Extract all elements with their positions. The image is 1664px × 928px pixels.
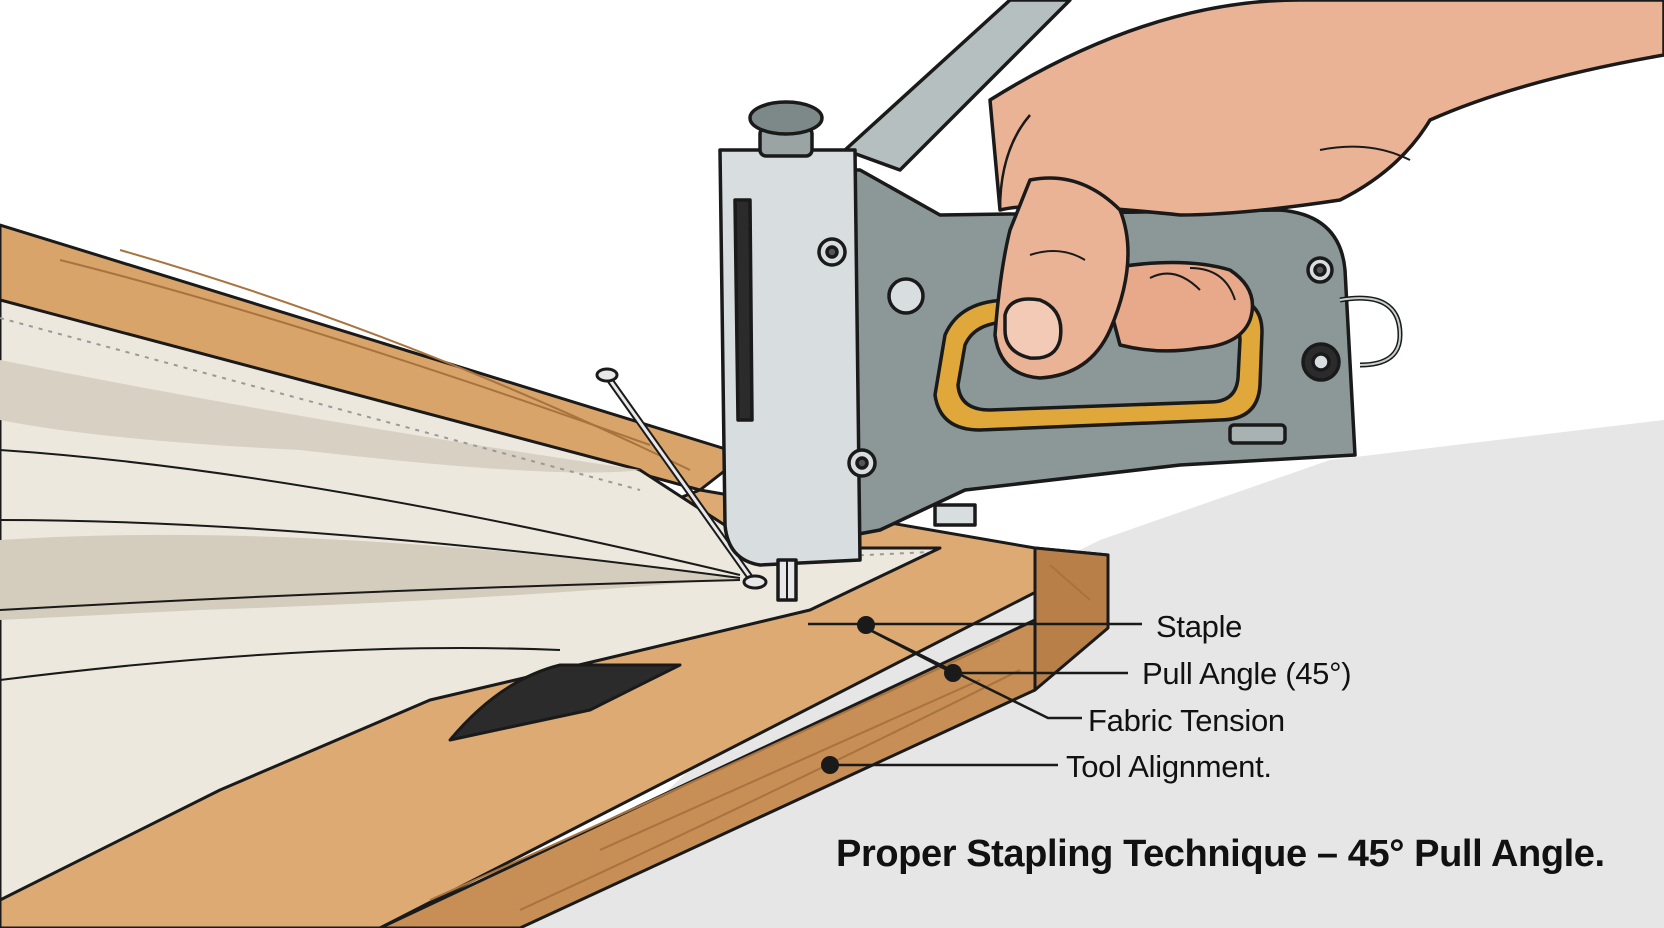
callout-dots	[821, 616, 962, 774]
staple-pin	[595, 367, 768, 590]
callout-line-fabric-tension	[865, 626, 1082, 720]
hand	[988, 0, 1664, 380]
callout-label-tool-alignment: Tool Alignment.	[1066, 749, 1272, 784]
callout-dot-staple	[857, 616, 875, 634]
fabric	[0, 298, 942, 902]
callout-dot-tool-alignment	[821, 756, 839, 774]
diagram-caption: Proper Stapling Technique – 45° Pull Ang…	[836, 833, 1605, 875]
callout-dot-pull-angle	[944, 664, 962, 682]
callout-label-staple: Staple	[1156, 609, 1243, 644]
callout-label-fabric-tension: Fabric Tension	[1088, 703, 1285, 738]
callout-label-pull-angle: Pull Angle (45°)	[1142, 656, 1352, 691]
